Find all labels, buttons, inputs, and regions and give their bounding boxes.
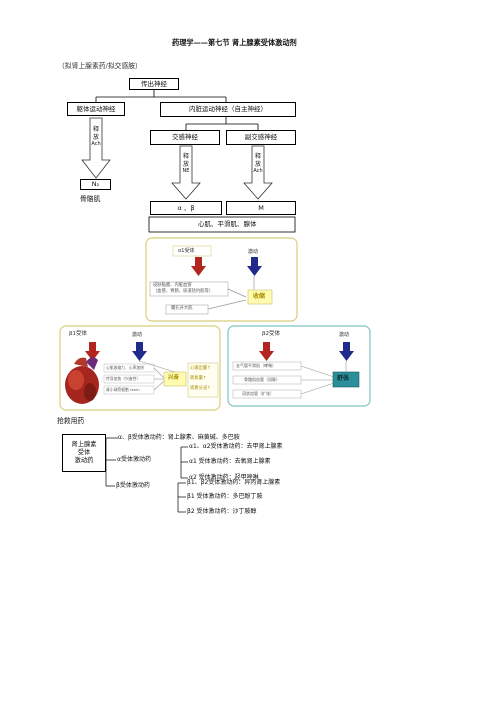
beta1-receptor-label: β1受体 — [69, 331, 88, 337]
beta1-item-2: 传导加快（兴奋性） — [106, 376, 141, 381]
alpha1-result: 收缩 — [253, 293, 266, 300]
sympathetic-nerve-box: 交感神经 — [150, 130, 220, 145]
n2-receptor-box: N₂ — [80, 179, 111, 190]
m-receptor-box: M — [226, 201, 296, 215]
beta1-result: 兴奋 — [168, 375, 180, 381]
beta2-item-3: 冠状血管（扩张） — [242, 391, 274, 396]
rescue-drugs-label: 抢救用药 — [57, 417, 85, 425]
heart-icon — [65, 357, 99, 404]
tree-alpha-item-1: α1、α2受体激动药：去甲肾上腺素 — [189, 443, 283, 450]
tree-beta-item-1: β1、β2受体激动药：异丙肾上腺素 — [187, 479, 281, 486]
beta1-item-3: 肾小球旁细胞 renin — [106, 387, 140, 392]
beta2-receptor-label: β2受体 — [262, 331, 281, 337]
beta1-side-2: 耗氧量↑ — [190, 376, 207, 381]
autonomic-nerve-box: 内脏运动神经（自主神经） — [160, 102, 296, 117]
tree-beta-item-3: β2 受体激动药：沙丁胺醇 — [187, 508, 257, 515]
effector-targets-label: 心肌、平滑肌、腺体 — [198, 220, 257, 228]
agonist-root-box: 肾上腺素 受体 激动药 — [62, 434, 106, 472]
beta1-item-1: 心肌收缩力、心率加快 — [106, 365, 144, 370]
skeletal-muscle-label: 骨骼肌 — [80, 195, 101, 203]
page-title: 药理学——第七节 肾上腺素受体激动剂 — [172, 38, 297, 47]
beta1-effect-label: 激动 — [132, 332, 143, 338]
tree-beta-item-2: β1 受体激动药：多巴酚丁胺 — [187, 493, 263, 500]
beta1-side-1: 心输出量↑ — [190, 366, 211, 371]
alpha-beta-receptor-box: α 、β — [150, 201, 222, 215]
alpha1-item-1: 皮肤黏膜、内脏血管 — [153, 283, 192, 288]
tree-alpha-item-2: α1 受体激动药：去氧肾上腺素 — [189, 458, 271, 465]
tree-alpha-item-3: α2 受体激动药：羟甲唑啉 — [189, 474, 259, 481]
tree-beta-agonists: β受体激动药 — [116, 482, 150, 489]
parasympathetic-nerve-box: 副交感神经 — [226, 130, 296, 145]
somatic-nerve-box: 躯体运动神经 — [67, 102, 125, 116]
efferent-nerve-box: 传出神经 — [129, 78, 179, 90]
beta2-effect-label: 激动 — [339, 332, 350, 338]
alpha1-item-2: （血管、胃肠、尿道括约肌等） — [153, 289, 214, 294]
beta2-item-1: 支气管平滑肌（哮喘） — [236, 363, 276, 368]
alpha1-receptor-label: α1受体 — [178, 248, 195, 254]
beta1-side-3: 肾素分泌↑ — [190, 386, 211, 391]
beta2-item-2: 骨骼肌血管（冠脉） — [244, 377, 280, 382]
alpha1-item-3: 瞳孔开大肌 — [171, 306, 193, 311]
tree-alpha-beta-agonists: α、β受体激动药：肾上腺素、麻黄碱、多巴胺 — [118, 434, 240, 441]
page-subtitle: （拟肾上腺素药/拟交感胺） — [58, 62, 142, 70]
alpha1-effect-label: 激动 — [248, 249, 259, 255]
tree-alpha-agonists: α受体激动药 — [117, 456, 151, 463]
beta2-result: 舒张 — [337, 375, 350, 382]
